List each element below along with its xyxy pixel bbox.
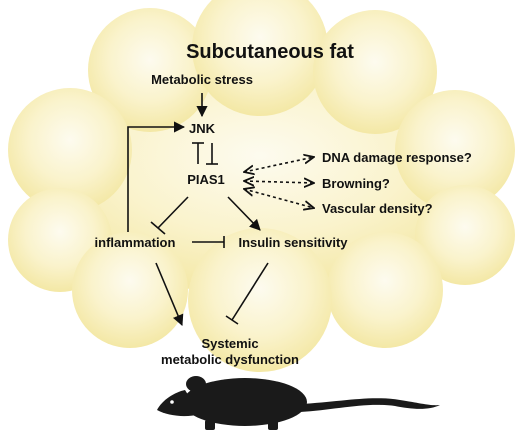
diagram-title: Subcutaneous fat <box>186 41 354 63</box>
edges <box>127 93 314 327</box>
mouse-eye <box>170 400 174 404</box>
node-pias1: PIAS1 <box>187 172 225 187</box>
edge-inflammation-to-jnk <box>127 121 186 232</box>
edge-inflammation-to-systemic <box>155 262 184 327</box>
node-dna-damage-response: DNA damage response? <box>322 150 472 165</box>
fat-cloud <box>8 0 515 372</box>
node-systemic-line1: Systemic <box>201 336 258 351</box>
node-jnk: JNK <box>189 121 216 136</box>
node-insulin-sensitivity: Insulin sensitivity <box>238 235 348 250</box>
node-metabolic-stress: Metabolic stress <box>151 72 253 87</box>
edge-pias1-vascular <box>244 189 314 208</box>
edge-pias1-inhibits-inflammation <box>150 196 189 235</box>
node-systemic-line2: metabolic dysfunction <box>161 352 299 367</box>
edge-pias1-inhibits-jnk <box>206 143 218 165</box>
node-vascular-density: Vascular density? <box>322 201 433 216</box>
mouse-icon <box>157 376 440 430</box>
edge-inflammation-inhibits-insulin <box>192 236 225 248</box>
edge-insulin-inhibits-systemic <box>225 262 269 325</box>
node-browning: Browning? <box>322 176 390 191</box>
node-inflammation: inflammation <box>95 235 176 250</box>
edge-jnk-inhibits-pias1 <box>192 142 204 164</box>
edge-pias1-to-insulin <box>227 196 261 231</box>
